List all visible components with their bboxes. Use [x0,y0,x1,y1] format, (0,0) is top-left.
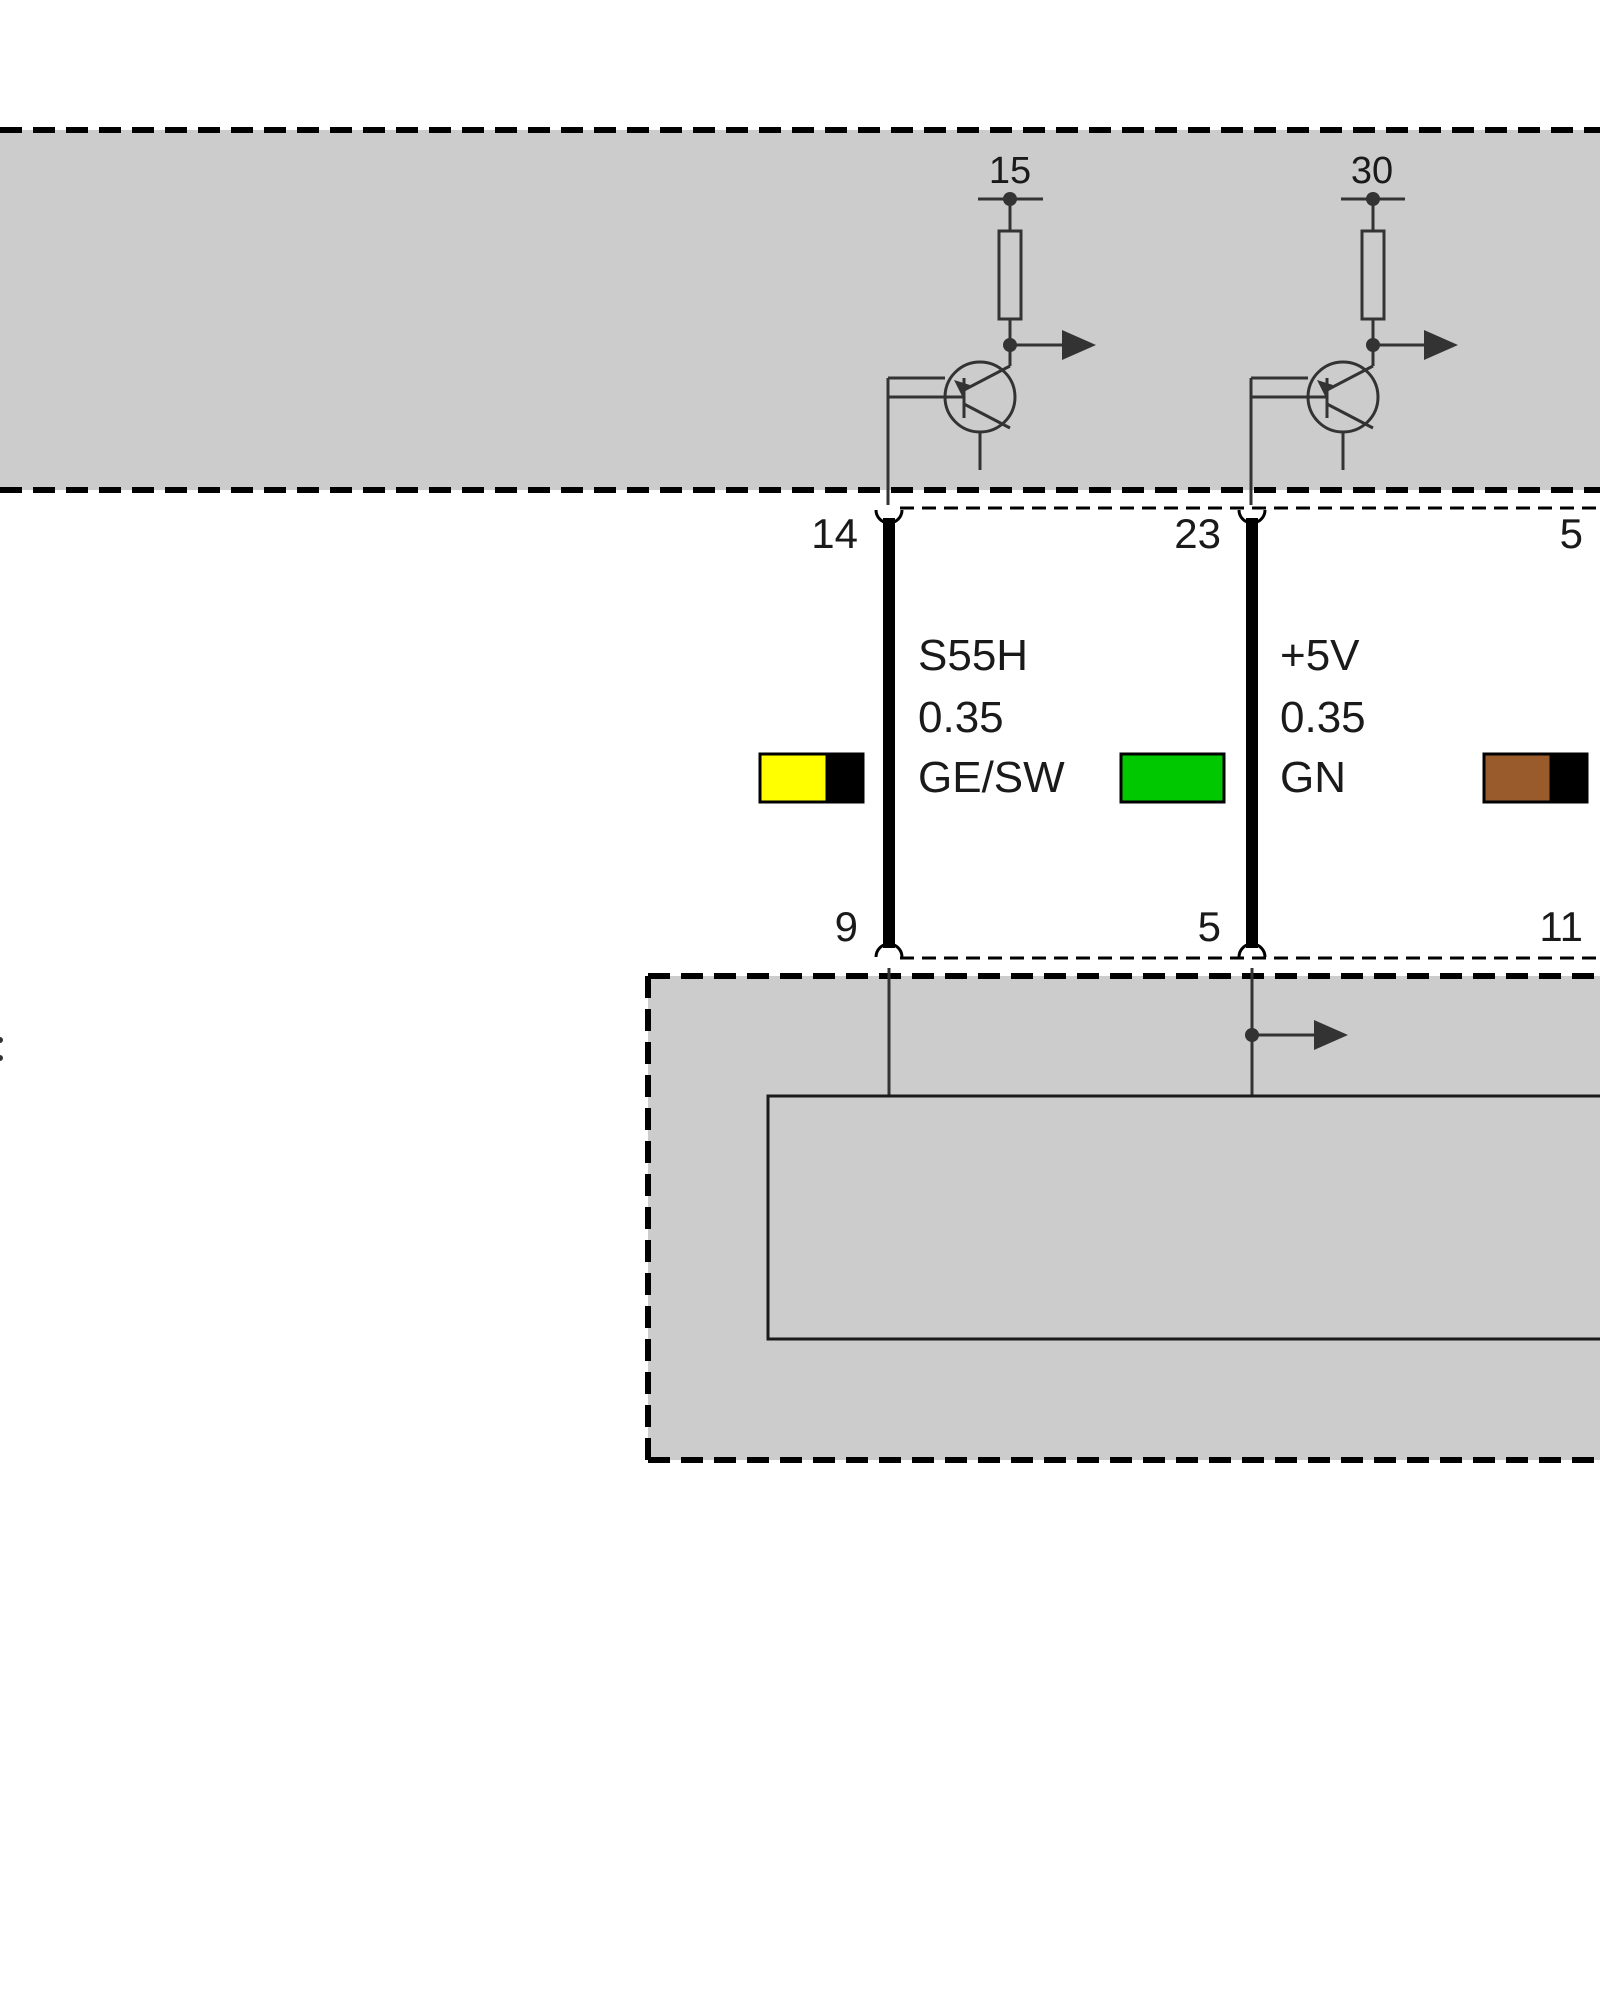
wire-1-color-code: GE/SW [918,753,1065,802]
rail-label-30: 30 [1351,150,1393,192]
wire-3-color-swatch [1482,752,1589,804]
wire-1-color-swatch [758,752,865,804]
signal-arrow-icon [1010,330,1096,360]
transistor-circuit-15: 15 [886,150,1096,505]
upper-control-module: 15 30 [0,127,1600,505]
transistor-circuit-30: 30 [1249,150,1458,505]
wire-2-color-swatch [1119,752,1226,804]
signal-arrow-icon [1252,1020,1348,1050]
npn-transistor-icon [1251,360,1380,470]
pin-label-upper-mid: 23 [1174,510,1221,557]
wire-2-gauge: 0.35 [1280,693,1366,742]
wire-2-signal: +5V [1280,631,1360,680]
pin-label-upper-left: 14 [811,510,858,557]
lower-module-background [648,976,1600,1460]
pin-label-lower-mid: 5 [1198,903,1221,950]
pin-label-lower-right: 11 [1539,903,1583,950]
wire-2-color-code: GN [1280,753,1346,802]
npn-transistor-icon [888,360,1017,470]
rail-label-15: 15 [989,150,1031,192]
edge-marker [0,1037,3,1061]
pin-label-lower-left: 9 [835,903,858,950]
wire-1-signal: S55H [918,631,1028,680]
internal-circuit-block [766,1094,1600,1341]
pin-label-upper-right: 5 [1560,510,1583,557]
signal-arrow-icon [1373,330,1458,360]
lower-control-module [645,968,1600,1463]
connector-region: 14 23 5 9 5 11 S55H 0.35 GE/SW +5V 0.35 … [758,506,1600,960]
wire-1-gauge: 0.35 [918,693,1004,742]
